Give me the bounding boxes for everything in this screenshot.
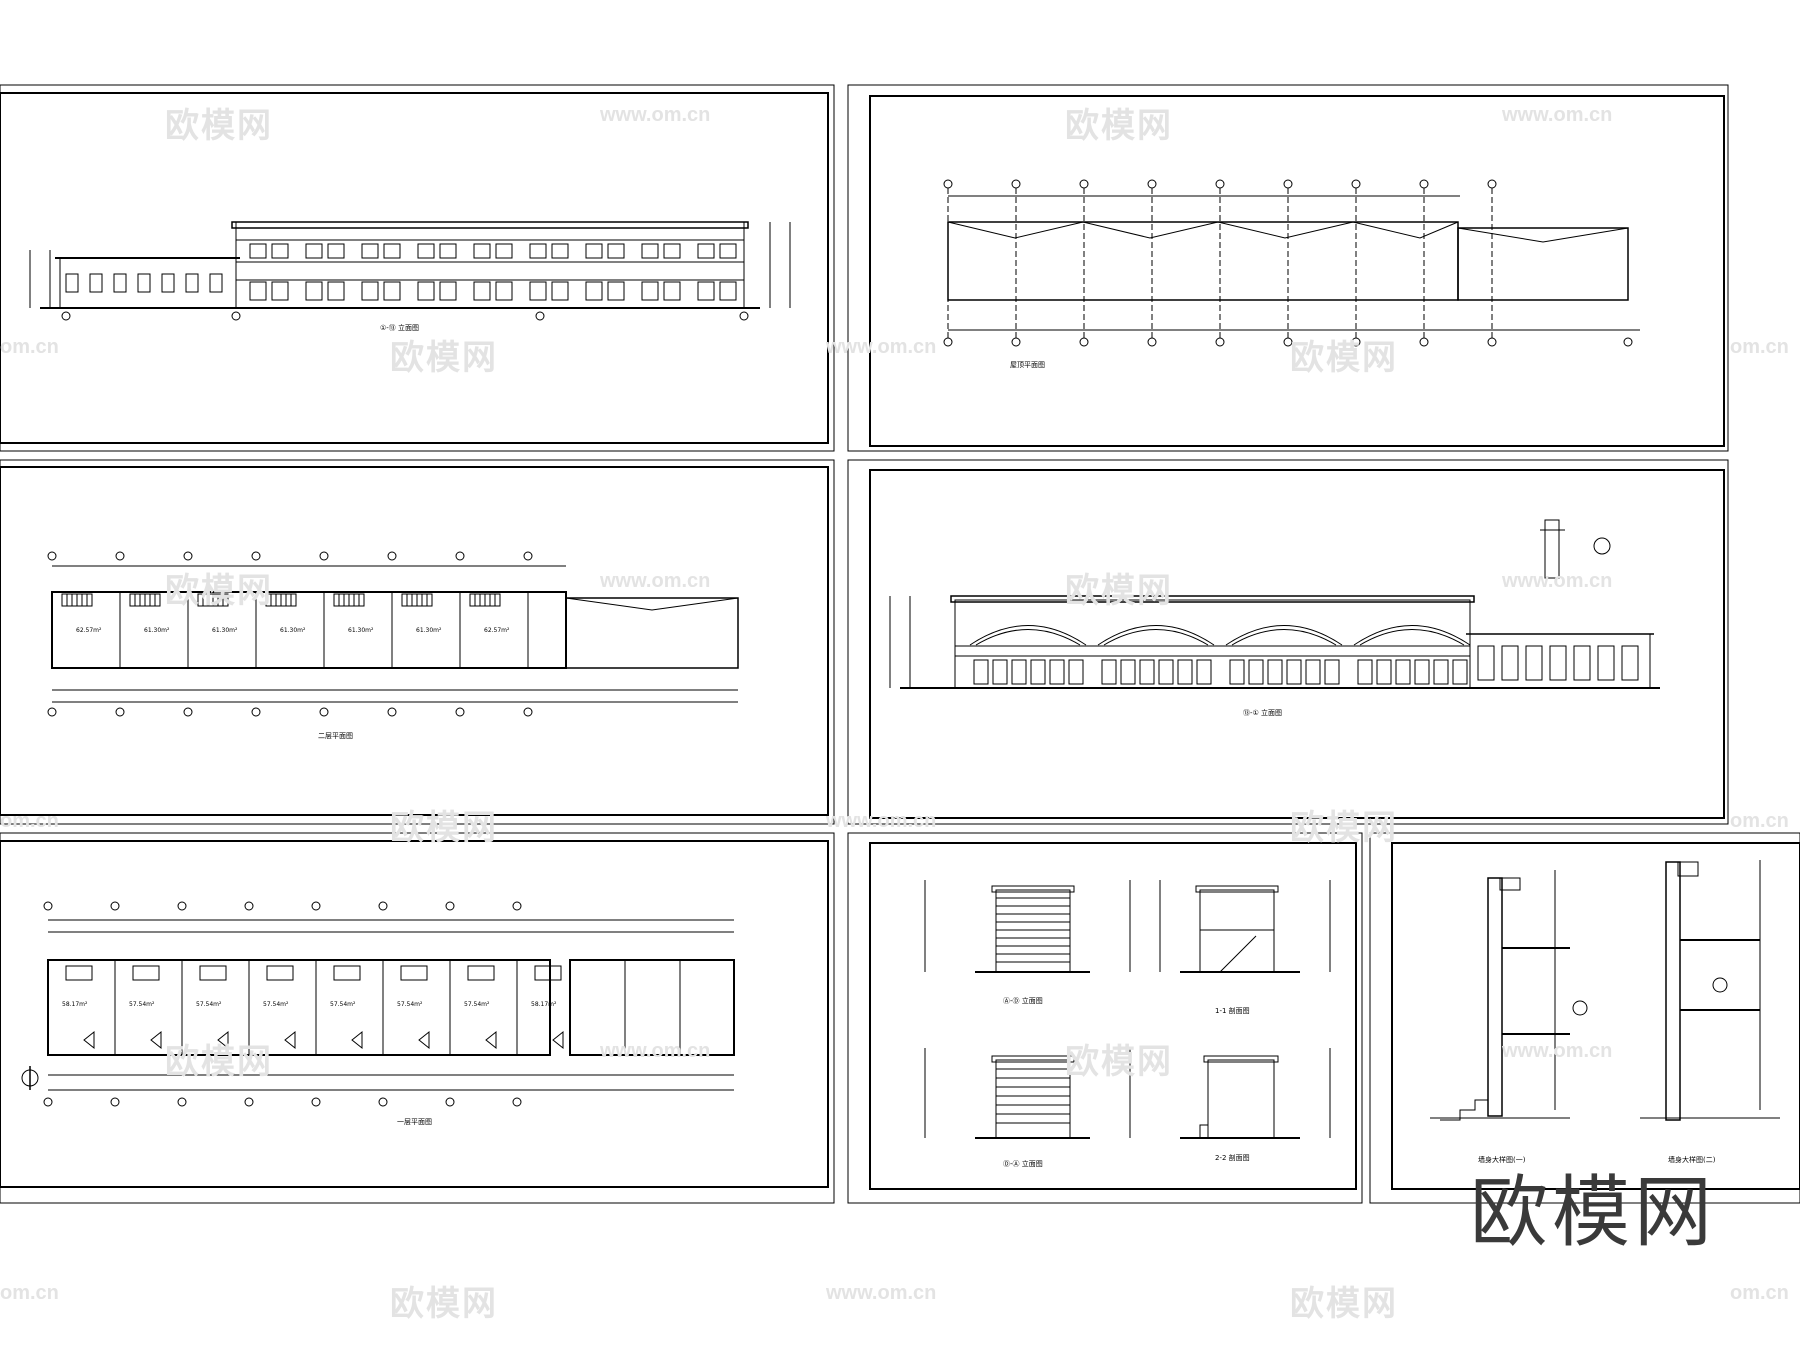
title-side-elevation-1: Ⓐ-Ⓓ 立面图 [1003, 996, 1043, 1005]
room-area-label: 61.30m² [416, 627, 442, 634]
title-wall-detail-1: 墙身大样图(一) [1478, 1155, 1526, 1164]
brand-logo: 欧模网 [1470, 1168, 1717, 1258]
elevation-a-drawing [29, 221, 791, 321]
panel-frames [0, 84, 1800, 1204]
room-area-label: 58.17m² [62, 1001, 88, 1008]
room-area-label: 57.54m² [397, 1001, 423, 1008]
room-area-label: 61.30m² [212, 627, 238, 634]
room-area-label: 57.54m² [196, 1001, 222, 1008]
title-section-2-2: 2-2 剖面图 [1215, 1153, 1250, 1162]
room-area-label: 58.17m² [531, 1001, 557, 1008]
room-area-label: 61.30m² [144, 627, 170, 634]
title-elevation-b: ⑬-① 立面图 [1243, 708, 1282, 717]
title-first-floor-plan: 一层平面图 [397, 1118, 432, 1126]
first-floor-plan-drawing [21, 901, 735, 1107]
elevation-b-drawing [889, 519, 1660, 689]
room-area-label: 61.30m² [348, 627, 374, 634]
title-section-1-1: 1-1 剖面图 [1215, 1006, 1250, 1015]
room-area-label: 57.54m² [263, 1001, 289, 1008]
title-wall-detail-2: 墙身大样图(二) [1668, 1155, 1716, 1164]
roof-plan-drawing [943, 179, 1640, 347]
title-roof-plan: 屋顶平面图 [1010, 361, 1045, 369]
room-area-label: 62.57m² [484, 627, 510, 634]
title-side-elevation-2: Ⓓ-Ⓐ 立面图 [1003, 1159, 1043, 1168]
room-area-label: 57.54m² [129, 1001, 155, 1008]
second-floor-plan-drawing [47, 551, 739, 717]
room-area-label: 61.30m² [280, 627, 306, 634]
wall-details-drawing [1430, 860, 1780, 1121]
room-area-label: 57.54m² [464, 1001, 490, 1008]
room-area-label: 62.57m² [76, 627, 102, 634]
title-elevation-a: ①-⑬ 立面图 [380, 323, 419, 332]
room-area-label: 57.54m² [330, 1001, 356, 1008]
side-elevations-drawing [924, 880, 1331, 1139]
title-second-floor-plan: 二层平面图 [318, 732, 353, 740]
